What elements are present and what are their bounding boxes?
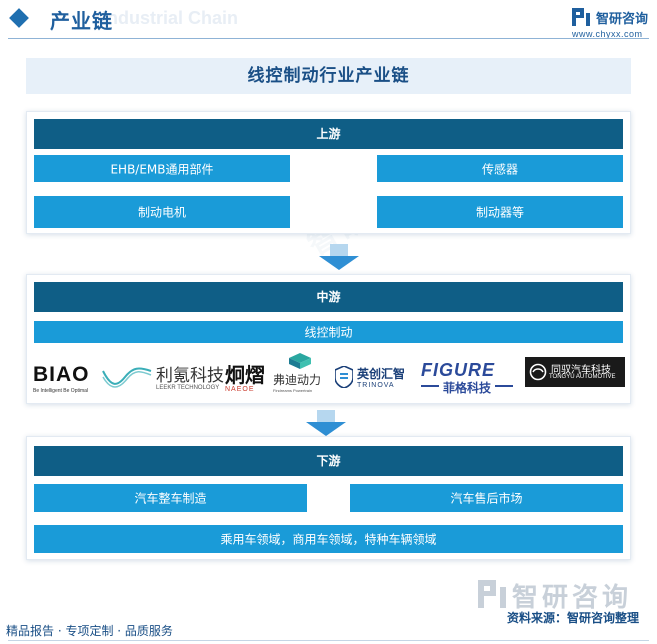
footer-divider	[8, 640, 649, 641]
upstream-item: 制动器等	[377, 196, 623, 228]
diamond-icon	[9, 8, 29, 28]
header-divider	[8, 38, 649, 39]
footer-tagline: 精品报告 · 专项定制 · 品质服务	[6, 624, 173, 638]
midstream-head: 中游	[34, 282, 623, 312]
company-logo: 弗迪动力 Findreams Powertrain	[273, 353, 329, 397]
footer-logo-icon	[478, 580, 508, 608]
cube-logo-icon	[289, 353, 311, 369]
company-logos: BIAO Be Intelligent Be Optimal 利氪科技 LEEK…	[31, 353, 628, 397]
header-title: 产业链	[50, 9, 113, 33]
company-logo: FIGURE 菲格科技	[421, 357, 521, 397]
footer-brand-name: 智研咨询	[512, 583, 633, 613]
header-subtitle-en: Industrial Chain	[102, 8, 239, 28]
shield-logo-icon	[335, 366, 353, 388]
arrow-down-icon	[319, 244, 359, 270]
downstream-item: 汽车售后市场	[350, 484, 623, 512]
arrow-down-icon	[306, 410, 346, 436]
source-note: 资料来源：智研咨询整理	[507, 611, 640, 625]
wave-logo-icon	[102, 367, 152, 388]
downstream-head: 下游	[34, 446, 623, 476]
upstream-panel: 上游 EHB/EMB通用部件 传感器 制动电机 制动器等	[26, 111, 631, 234]
company-logo: 利氪科技 LEEKR TECHNOLOGY	[101, 357, 224, 397]
upstream-item: 制动电机	[34, 196, 290, 228]
upstream-item: EHB/EMB通用部件	[34, 155, 290, 182]
downstream-panel: 下游 汽车整车制造 汽车售后市场 乘用车领域，商用车领域，特种车辆领域	[26, 436, 631, 560]
company-logo: 英创汇智 TRINOVA	[335, 357, 415, 397]
downstream-item: 汽车整车制造	[34, 484, 307, 512]
company-logo: BIAO Be Intelligent Be Optimal	[33, 363, 90, 394]
page-header: Industrial Chain 产业链 智研咨询 www.chyxx.com	[0, 0, 657, 42]
upstream-head: 上游	[34, 119, 623, 149]
brand-logo-icon	[572, 8, 592, 26]
midstream-item: 线控制动	[34, 321, 623, 343]
brand-name: 智研咨询	[596, 12, 649, 27]
chart-title: 线控制动行业产业链	[26, 58, 631, 94]
company-logo: 同驭汽车科技 TONGYU AUTOMOTIVE	[525, 357, 625, 397]
midstream-panel: 中游 线控制动 BIAO Be Intelligent Be Optimal 利…	[26, 274, 631, 404]
tongyu-logo-icon	[529, 363, 547, 381]
downstream-wide-item: 乘用车领域，商用车领域，特种车辆领域	[34, 525, 623, 553]
company-logo: 炯熠 NAEOE	[225, 363, 265, 393]
brand-url: www.chyxx.com	[572, 29, 643, 39]
upstream-item: 传感器	[377, 155, 623, 182]
